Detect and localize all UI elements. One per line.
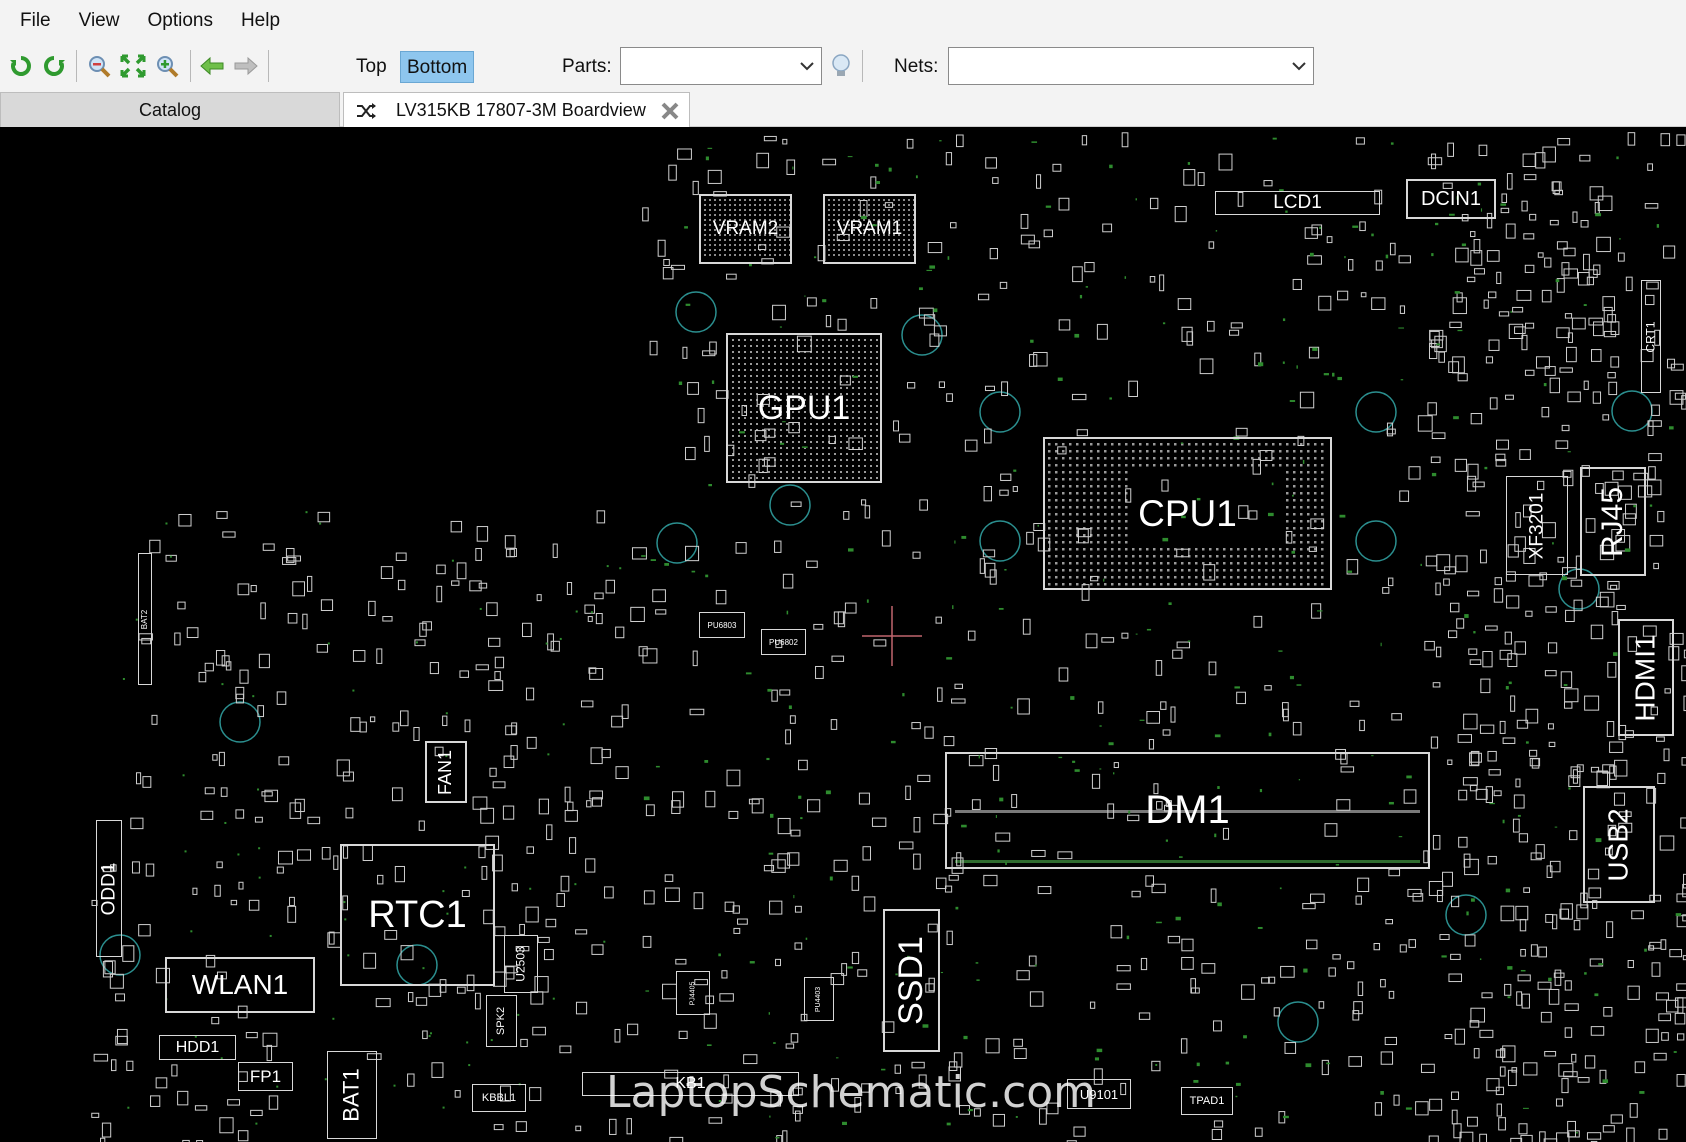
part-ssd1[interactable]: SSD1 [883, 909, 940, 1052]
menu-options[interactable]: Options [147, 10, 213, 31]
forward-arrow-icon[interactable] [231, 49, 261, 83]
parts-combobox[interactable] [620, 47, 822, 85]
part-xf3201[interactable]: XF3201 [1506, 476, 1568, 575]
nets-label: Nets: [894, 56, 939, 77]
part-bat1[interactable]: BAT1 [327, 1051, 377, 1139]
board-canvas[interactable]: VRAM2 VRAM1 LCD1 DCIN1 GPU1 CPU1 CRT1 XF… [0, 127, 1686, 1142]
lightbulb-icon[interactable] [826, 49, 856, 83]
board-drawing [91, 132, 1686, 1142]
tab-boardview[interactable]: LV315KB 17807-3M Boardview [343, 92, 690, 127]
tab-catalog[interactable]: Catalog [0, 92, 340, 127]
part-bat2[interactable]: BAT2 [138, 553, 152, 685]
part-wlan1[interactable]: WLAN1 [165, 957, 315, 1013]
toolbar: Top Bottom Parts: Nets: [0, 42, 1686, 92]
part-pj4405[interactable]: PJ4405 [676, 971, 710, 1015]
chevron-down-icon [1292, 62, 1306, 71]
part-vram1[interactable]: VRAM1 [823, 194, 916, 264]
zoom-in-icon[interactable] [84, 49, 114, 83]
tab-strip: Catalog LV315KB 17807-3M Boardview [0, 92, 1686, 127]
rotate-right-icon[interactable] [39, 49, 69, 83]
menu-file[interactable]: File [20, 10, 51, 31]
tab-boardview-label: LV315KB 17807-3M Boardview [396, 100, 646, 120]
parts-label: Parts: [562, 56, 612, 77]
watermark: LaptopSchematic.com [606, 1067, 1097, 1118]
part-tpad1[interactable]: TPAD1 [1181, 1087, 1233, 1115]
part-u2503[interactable]: U2503 [504, 935, 538, 993]
zoom-fit-icon[interactable] [118, 49, 148, 83]
part-hdmi1[interactable]: HDMI1 [1618, 619, 1674, 736]
part-dcin1[interactable]: DCIN1 [1406, 179, 1496, 219]
back-arrow-icon[interactable] [197, 49, 227, 83]
part-pu4403[interactable]: PU4403 [804, 977, 834, 1021]
menu-bar: File View Options Help [0, 0, 1686, 42]
zoom-out-icon[interactable] [152, 49, 182, 83]
part-fp1[interactable]: FP1 [238, 1062, 293, 1091]
part-lcd1[interactable]: LCD1 [1215, 191, 1380, 215]
part-crt1[interactable]: CRT1 [1641, 280, 1661, 393]
rotate-left-icon[interactable] [6, 49, 36, 83]
part-pu6802[interactable]: PU6802 [761, 629, 806, 655]
top-side-button[interactable]: Top [356, 56, 387, 77]
menu-help[interactable]: Help [240, 10, 281, 31]
part-dm1[interactable]: DM1 [945, 752, 1430, 869]
part-u9101[interactable]: U9101 [1067, 1079, 1131, 1109]
part-fan1[interactable]: FAN1 [425, 741, 467, 803]
shuffle-icon [357, 103, 376, 119]
part-usb2[interactable]: USB2 [1583, 786, 1655, 903]
part-kb1[interactable]: KB1 [582, 1072, 799, 1096]
part-cpu1[interactable]: CPU1 [1043, 437, 1332, 590]
close-icon[interactable] [660, 101, 680, 121]
menu-view[interactable]: View [78, 10, 120, 31]
part-rtc1[interactable]: RTC1 [340, 844, 495, 986]
part-gpu1[interactable]: GPU1 [726, 333, 882, 483]
part-rj45[interactable]: RJ45 [1580, 467, 1646, 576]
part-spk2[interactable]: SPK2 [486, 995, 517, 1047]
bottom-side-button[interactable]: Bottom [400, 51, 475, 83]
part-odd1[interactable]: ODD1 [96, 820, 122, 957]
part-hdd1[interactable]: HDD1 [159, 1035, 236, 1060]
part-kbbl1[interactable]: KBBL1 [472, 1084, 526, 1112]
chevron-down-icon [800, 62, 814, 71]
part-vram2[interactable]: VRAM2 [699, 194, 792, 264]
part-pu6803[interactable]: PU6803 [699, 612, 745, 638]
tab-catalog-label: Catalog [138, 100, 202, 120]
nets-combobox[interactable] [948, 47, 1314, 85]
